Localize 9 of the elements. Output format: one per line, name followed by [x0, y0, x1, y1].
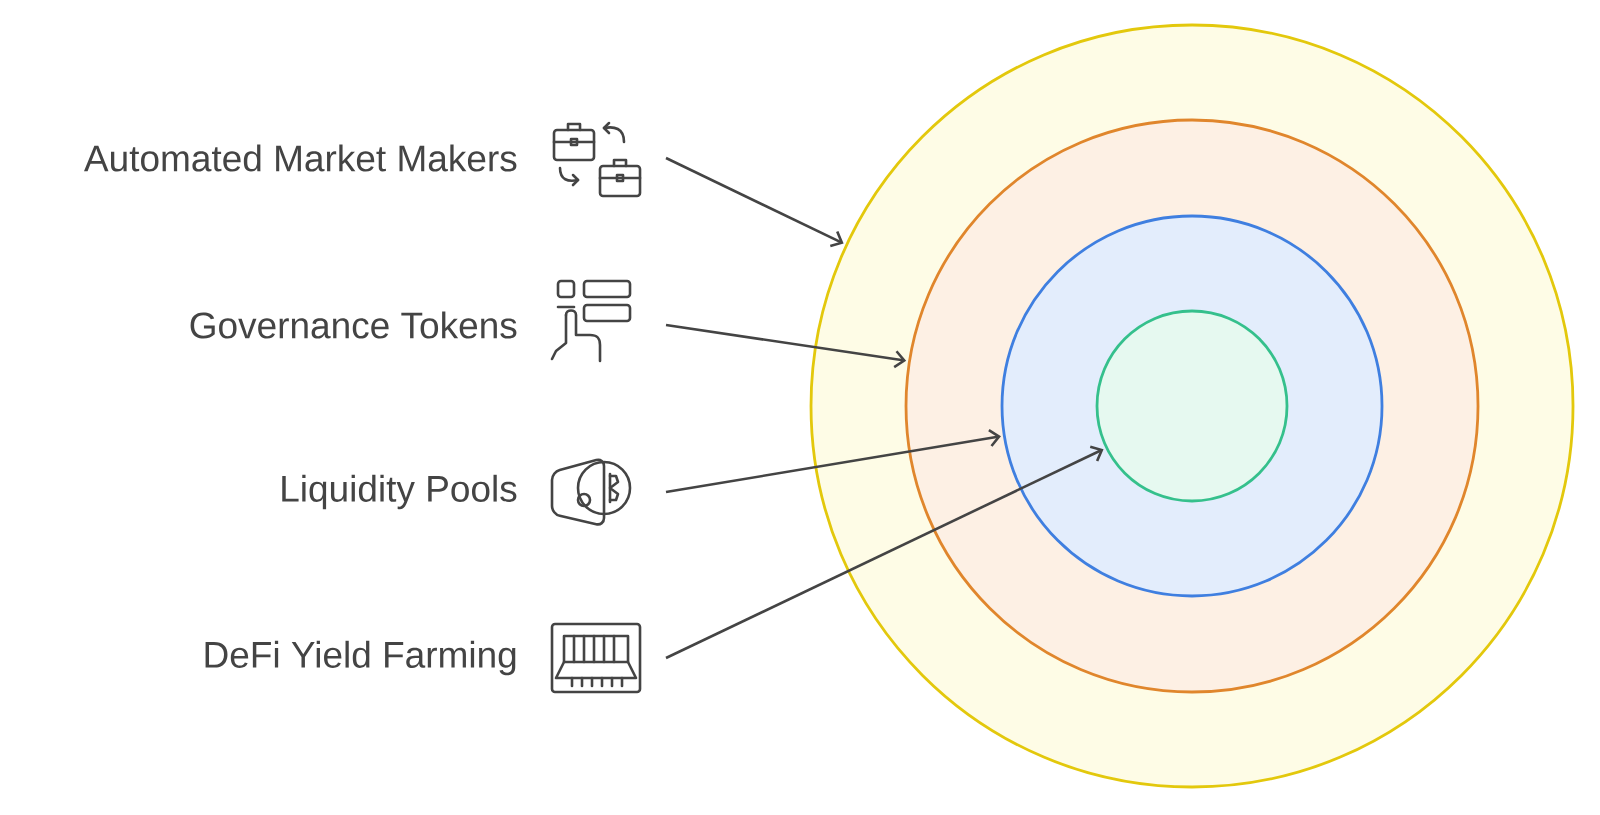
arrow [665, 429, 1001, 494]
arrow [665, 323, 907, 369]
arrow [665, 445, 1104, 660]
ring-circle [1095, 309, 1289, 503]
label-text: Governance Tokens [190, 311, 517, 339]
label-text: DeFi Yield Farming [205, 640, 516, 676]
label-text: Liquidity Pools [282, 474, 517, 510]
arrow [665, 156, 844, 248]
label-text: Automated Market Makers [84, 144, 517, 172]
